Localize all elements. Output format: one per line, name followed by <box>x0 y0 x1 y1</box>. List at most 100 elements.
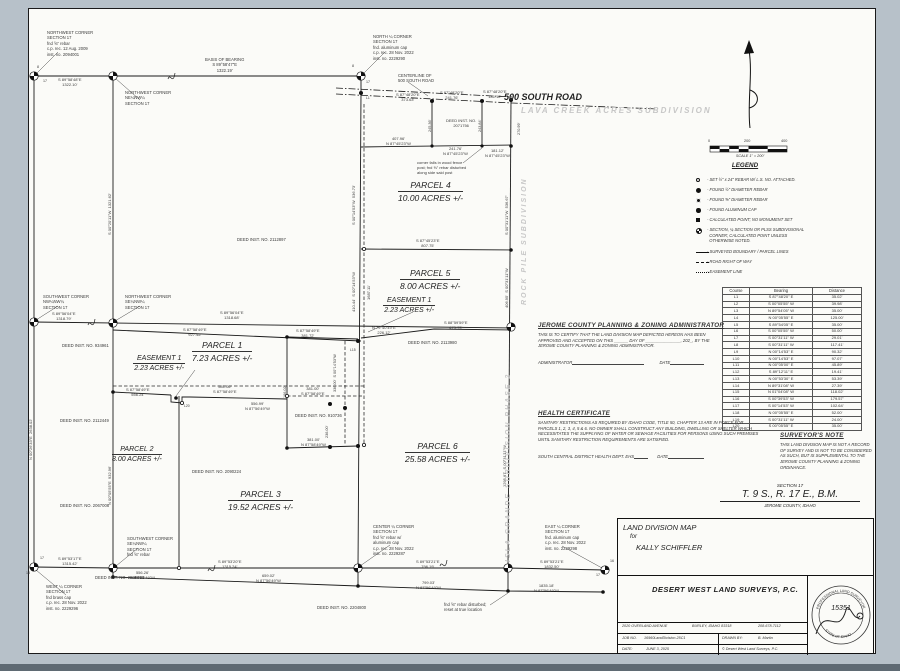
map-annotation: S 88°59'59"E 475.73' <box>444 320 468 331</box>
map-title: LAND DIVISION MAP <box>623 523 697 532</box>
parcel-acreage: 25.58 ACRES +/- <box>405 454 471 464</box>
date-value: JUNE 3, 2025 <box>646 647 669 651</box>
seal-signature <box>815 607 861 635</box>
line-table-cell: S 89°12'11" E <box>749 368 813 377</box>
health-certificate: HEALTH CERTIFICATE SANITARY RESTRICTIONS… <box>538 410 758 459</box>
company-city: BURLEY, IDAHO 83318 <box>692 624 732 628</box>
map-annotation: 556.99' N 87°56'49"W <box>245 401 270 412</box>
line-table-cell: N 00°53'30" E <box>749 375 813 384</box>
map-annotation: S 89°53'17"E 1315.42' <box>58 556 82 567</box>
line-table-cell: 35.00' <box>812 321 862 329</box>
health-signature-line <box>634 453 649 459</box>
line-table-cell: 97.07' <box>812 354 862 363</box>
line-table-cell: 179.57' <box>812 395 862 404</box>
set-rebar-circles <box>176 246 366 571</box>
line-table-cell: L1 <box>722 293 750 302</box>
parcel-acreage: 8.00 ACRES +/- <box>400 281 461 291</box>
map-annotation: 17 <box>366 80 370 84</box>
map-annotation: 410.44' S 00°14'53"W <box>351 272 356 312</box>
north-arrow <box>744 40 758 129</box>
administrator-label: ADMINISTRATOR <box>538 360 573 366</box>
parcel-name: PARCEL 1 <box>192 340 253 352</box>
job-cell-divider <box>718 633 719 655</box>
legend-symbol-open <box>696 178 700 182</box>
line-table-cell: L16 <box>722 395 750 404</box>
map-annotation: S 89°58'48"E 1322.10' <box>58 77 82 88</box>
map-annotation: 8 <box>37 65 39 69</box>
drawn-by-value: B. Martin <box>758 636 773 640</box>
admin-body: THIS IS TO CERTIFY THAT THE LAND DIVISIO… <box>538 332 710 349</box>
map-title-for: for <box>630 534 638 540</box>
map-annotation: CENTER ¼ CORNER SECTION 17 fnd ⅝" rebar … <box>373 524 415 557</box>
line-table-cell: S 00°14'53" W <box>749 402 813 411</box>
title-block-divider <box>618 575 873 576</box>
company-phone: 208-678-7112 <box>758 624 781 628</box>
map-annotation: 799.03' N 87°56'49"W <box>416 580 441 591</box>
surveyor-seal: PROFESSIONAL LAND SURVEYOR STATE OF IDAH… <box>811 585 871 645</box>
seal-state-text: STATE OF IDAHO <box>824 628 852 639</box>
map-annotation: 236.00' <box>325 425 329 438</box>
map-annotation: DEED INST. NO. 2204800 <box>317 605 367 610</box>
map-annotation: 243.84' <box>478 119 482 132</box>
map-annotation: 1835.18' N 87°56'49"W <box>534 583 559 594</box>
line-table-cell: S 89°54'05" E <box>749 321 813 329</box>
line-table-cell: S 00°05'55" W <box>749 300 813 309</box>
map-annotation: EAST ¼ CORNER SECTION 17 fnd. aluminum c… <box>545 524 586 551</box>
map-annotation: DEED INST. NO. 2112897 <box>237 237 286 242</box>
title-block-rule <box>618 644 807 645</box>
parcel-name: PARCEL 6 <box>405 441 471 453</box>
legend-symbol-calc <box>696 218 700 222</box>
line-table-cell: L12 <box>722 368 750 377</box>
map-annotation: S 89°56'04"E 1318.79' <box>52 311 76 322</box>
map-annotation: S 87°48'20"E 373.63' <box>396 92 420 103</box>
seal-number: 15351 <box>831 605 851 612</box>
copyright-text: © Desert West Land Surveys, P.C. <box>722 647 779 651</box>
seal-divider <box>807 575 808 655</box>
map-annotation: S 00°20'11"W 1321.62' <box>107 193 112 235</box>
map-annotation: 166.02' <box>283 385 287 398</box>
admin-certification: JEROME COUNTY PLANNING & ZONING ADMINIST… <box>538 322 730 366</box>
line-table-cell: N 00°14'53" E <box>749 348 813 356</box>
job-number-label: JOB NO. <box>622 636 637 640</box>
line-table-header-distance: Distance <box>812 287 862 295</box>
line-table-cell: 90.32' <box>812 348 862 356</box>
health-body: SANITARY RESTRICTIONS AS REQUIRED BY IDA… <box>538 420 758 443</box>
map-annotation: BASIS OF BEARING S 89°58'47"E 1322.19' <box>205 57 245 73</box>
map-annotation: fnd ⅝" rebar disturbed; reset at true lo… <box>444 602 487 613</box>
title-block: LAND DIVISION MAP for KALLY SCHIFFLER DE… <box>617 518 874 655</box>
parcel-name: PARCEL 4 <box>398 180 464 192</box>
client-name: KALLY SCHIFFLER <box>636 543 703 552</box>
health-date-line <box>668 453 705 459</box>
map-annotation: DEED INST. NO. 2112449 <box>60 418 109 423</box>
map-annotation: S 87°58'49"E 381.72' <box>296 328 320 339</box>
health-signer-label: SOUTH CENTRAL DISTRICT HEALTH DEPT. EHS <box>538 453 635 459</box>
section-label: SECTION 17 <box>776 483 804 488</box>
map-annotation: CENTERLINE OF 500 SOUTH ROAD <box>398 73 435 84</box>
line-table-cell: N 89°31'08" W <box>749 382 813 390</box>
county-label: JEROME COUNTY, IDAHO <box>764 503 816 508</box>
map-annotation: S 00°31'11"W 536.67' <box>504 195 509 235</box>
map-annotation: 245.36' <box>428 119 432 132</box>
date-label: DATE: <box>622 647 633 651</box>
map-annotation: 581.06' S 87°58'49"E <box>213 384 237 395</box>
map-annotation: 556.26' N 87°56'49"W <box>130 570 155 581</box>
admin-heading: JEROME COUNTY PLANNING & ZONING ADMINIST… <box>538 322 725 329</box>
map-annotation: N 79°40'49"E 226.12' <box>372 325 396 336</box>
bottom-band <box>0 664 900 671</box>
map-annotation: DEED INST. NO. 910736 <box>295 413 342 418</box>
surveyors-note-heading: SURVEYOR'S NOTE <box>780 432 844 439</box>
admin-date-line <box>670 359 705 366</box>
legend-item-text: - CALCULATED POINT; NO MONUMENT SET <box>707 217 793 222</box>
